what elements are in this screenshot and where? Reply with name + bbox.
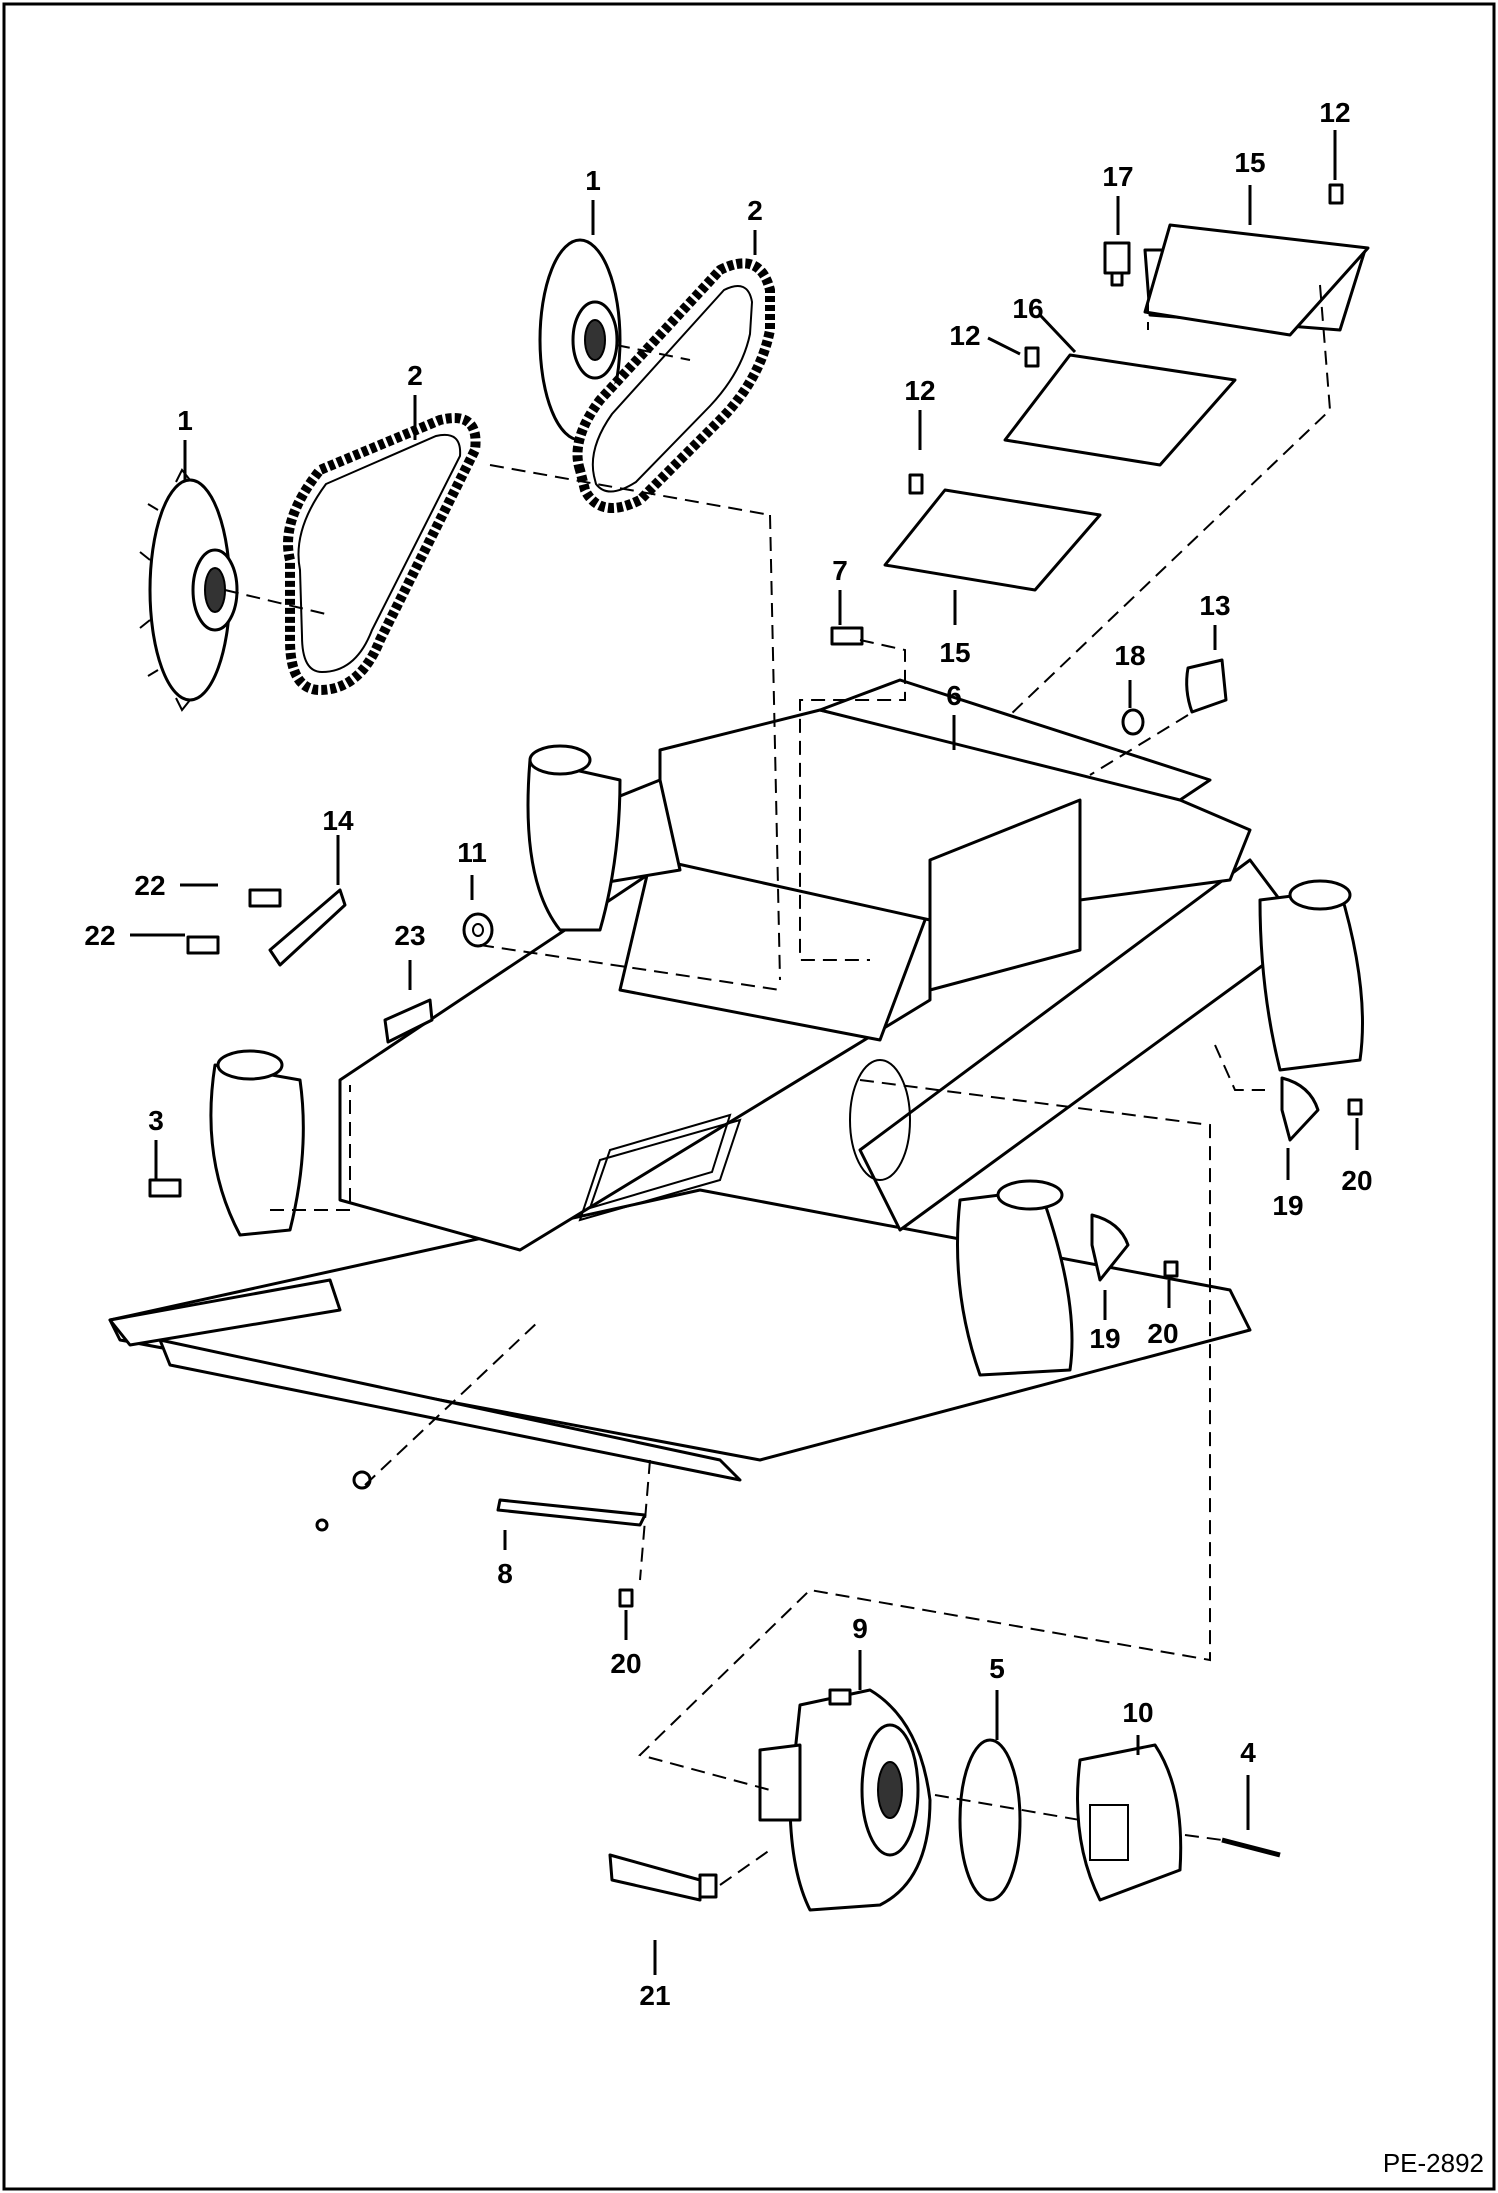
- callout-15-lower: 15: [939, 637, 970, 668]
- fasteners: [148, 626, 1363, 1608]
- document-id: PE-2892: [1382, 2148, 1484, 2178]
- callout-leaders: [130, 130, 1359, 1975]
- callout-12-lower: 12: [904, 375, 935, 406]
- callout-2-left: 2: [407, 360, 423, 391]
- callout-21: 21: [639, 1980, 670, 2011]
- callout-5: 5: [989, 1653, 1005, 1684]
- axle-tube-rear-right: [1258, 879, 1364, 1072]
- callout-8: 8: [497, 1558, 513, 1589]
- callout-19-right: 19: [1272, 1190, 1303, 1221]
- washer-11: [462, 912, 494, 948]
- bushing-13: [1185, 658, 1228, 714]
- callout-1-left: 1: [177, 405, 193, 436]
- cover-plate-upper-right: [1143, 223, 1370, 337]
- callout-22-upper: 22: [134, 870, 165, 901]
- sprocket-left: [139, 468, 239, 712]
- drive-gearbox-9: [758, 1688, 932, 1912]
- callout-20-lower: 20: [1147, 1318, 1178, 1349]
- drive-chain-left: [283, 413, 481, 695]
- callout-3: 3: [148, 1105, 164, 1136]
- bolts-12: [908, 183, 1344, 495]
- callout-18: 18: [1114, 640, 1145, 671]
- oring-5: [958, 1738, 1022, 1902]
- callout-12-middle: 12: [949, 320, 980, 351]
- sealant-tube-21: [608, 1853, 718, 1902]
- callout-1-upper: 1: [585, 165, 601, 196]
- callout-15-upper: 15: [1234, 147, 1265, 178]
- axle-tube-front-left: [209, 1049, 305, 1237]
- cover-plate-16: [1003, 353, 1237, 467]
- dashed-leaders: [224, 284, 1332, 1886]
- callout-labels: 1 1 2 2 3 4 5 6 7 8 9 10 11 12 12 12 13 …: [84, 97, 1372, 2011]
- callout-16: 16: [1012, 293, 1043, 324]
- plug-18: [1121, 708, 1145, 736]
- main-frame: [108, 678, 1282, 1482]
- callout-23: 23: [394, 920, 425, 951]
- cover-plate-lower: [883, 488, 1102, 592]
- axle-tube-rear-left: [526, 744, 622, 932]
- axle-tube-front-right: [956, 1179, 1074, 1377]
- callout-20-right: 20: [1341, 1165, 1372, 1196]
- callout-13: 13: [1199, 590, 1230, 621]
- callout-20-bottom: 20: [610, 1648, 641, 1679]
- callout-9: 9: [852, 1613, 868, 1644]
- bolt-4: [1221, 1837, 1281, 1858]
- breather-fitting: [1103, 241, 1131, 287]
- callout-2-upper: 2: [747, 195, 763, 226]
- slotted-plate-14: [268, 888, 347, 967]
- callout-22-lower: 22: [84, 920, 115, 951]
- callout-17: 17: [1102, 161, 1133, 192]
- bracket-19-right: [1280, 1076, 1320, 1142]
- bracket-19-lower: [1090, 1213, 1130, 1282]
- callout-10: 10: [1122, 1697, 1153, 1728]
- callout-19-lower: 19: [1089, 1323, 1120, 1354]
- callout-12-top: 12: [1319, 97, 1350, 128]
- strip-8: [496, 1498, 647, 1527]
- block-23: [383, 998, 434, 1044]
- callout-14: 14: [322, 805, 354, 836]
- callout-7: 7: [832, 555, 848, 586]
- callout-11: 11: [457, 837, 487, 868]
- callout-4: 4: [1240, 1737, 1256, 1768]
- callout-6: 6: [946, 680, 962, 711]
- drive-motor-10: [1076, 1743, 1183, 1902]
